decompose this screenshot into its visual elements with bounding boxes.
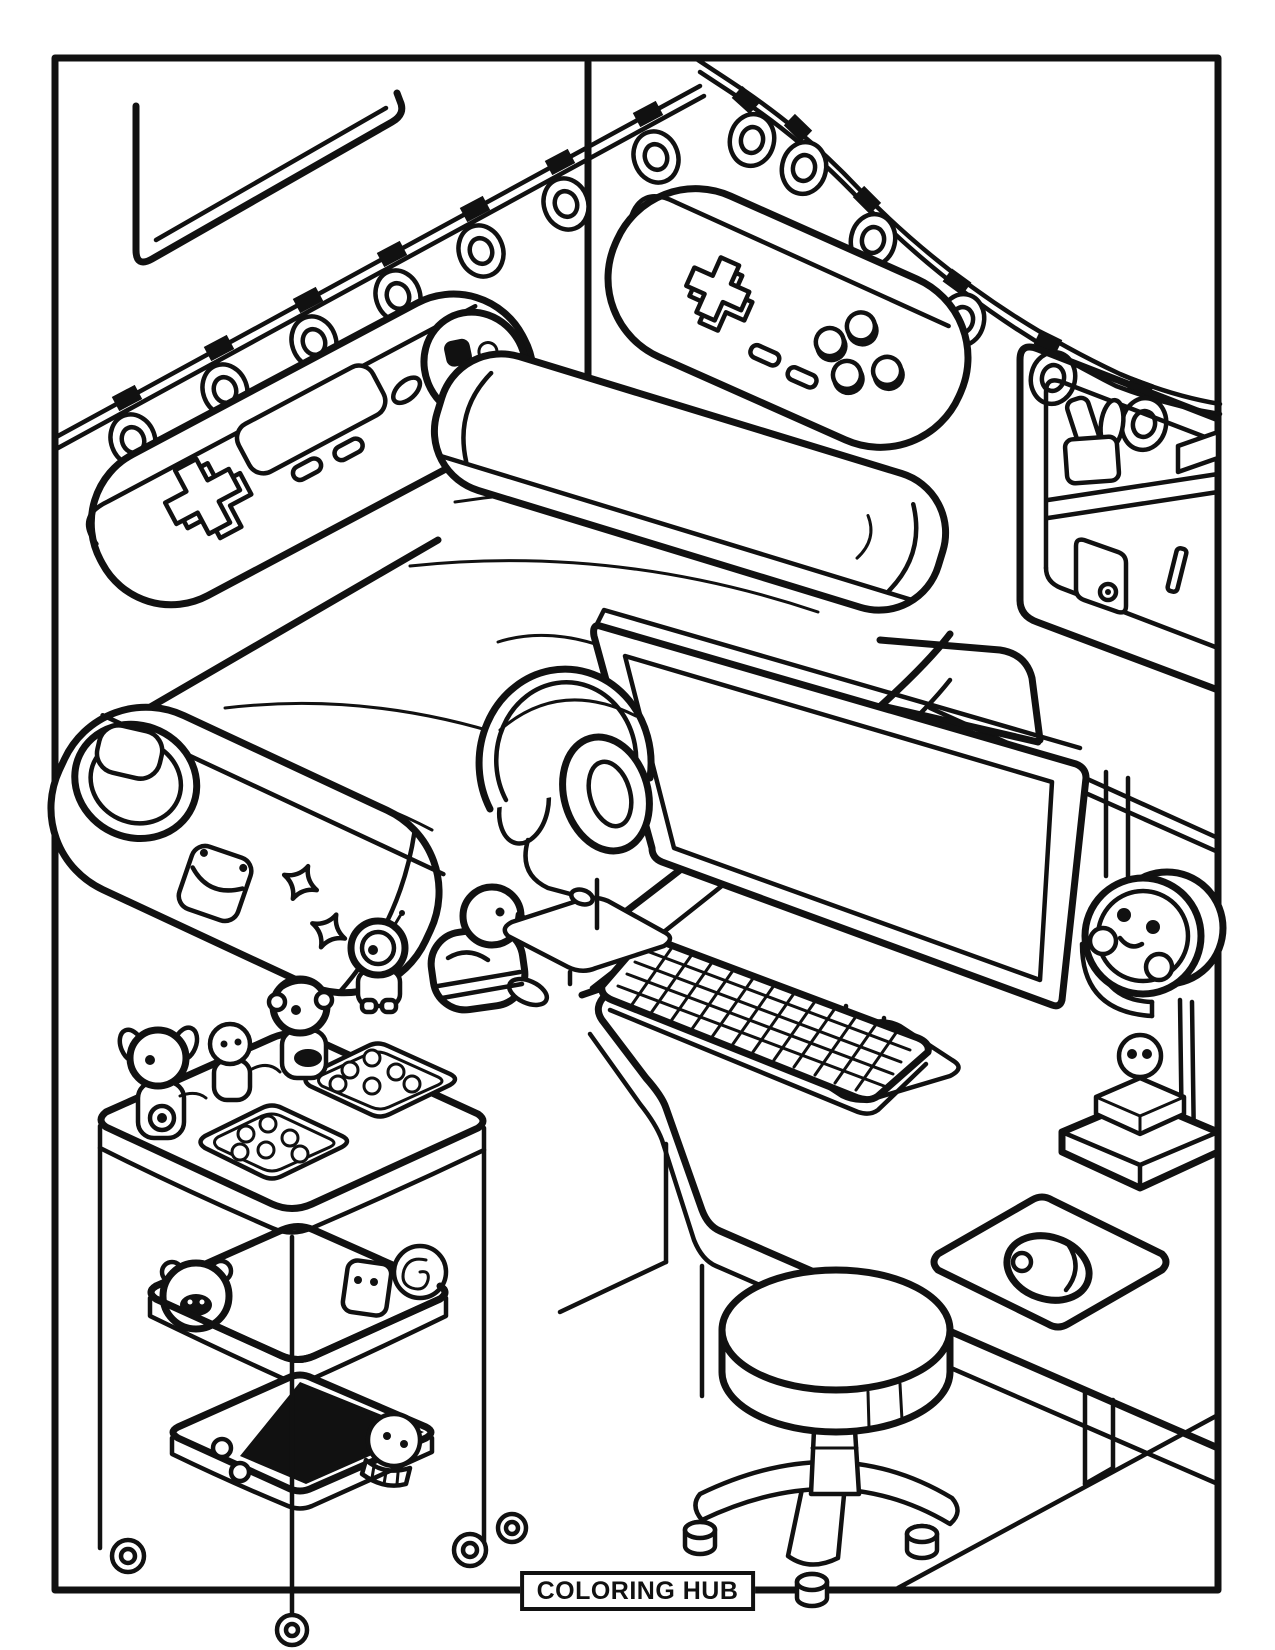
action-button — [844, 310, 878, 343]
pen-cup — [1062, 434, 1122, 486]
mousepad — [930, 1193, 1170, 1331]
light-bulbs — [108, 129, 681, 468]
action-button — [870, 354, 904, 388]
dog-figurine — [117, 1025, 208, 1141]
pillow — [430, 350, 950, 614]
headphones-on-stand — [475, 665, 673, 987]
action-button — [813, 325, 847, 359]
rolling-cart-with-toys — [97, 975, 529, 1648]
cart-wheel — [109, 1537, 147, 1575]
stool-column — [808, 1427, 862, 1497]
monitor-screen — [622, 653, 1055, 983]
center-plate — [234, 363, 388, 476]
gamepad-plush — [47, 703, 446, 997]
star-icon — [310, 912, 348, 950]
key-grid — [616, 944, 912, 1092]
cart-wheel — [451, 1531, 489, 1569]
string-lights-left — [55, 83, 707, 468]
candy-tray — [303, 1041, 458, 1119]
start-button — [785, 364, 819, 390]
start-button — [332, 436, 365, 463]
action-button — [444, 338, 472, 367]
dpad-icon — [684, 255, 752, 323]
button-lamp — [1058, 1032, 1222, 1192]
stick — [1165, 546, 1189, 594]
cart-wheel — [495, 1511, 529, 1545]
light-bulbs — [727, 111, 1169, 453]
mic-boom — [523, 837, 577, 898]
keyboard — [598, 934, 932, 1116]
select-button — [290, 456, 324, 483]
wall-shelf-niche — [1016, 343, 1222, 694]
light-clips — [111, 100, 664, 412]
floor-line — [895, 1412, 1221, 1591]
swirl-bun-toy — [391, 1243, 449, 1301]
stool — [682, 1266, 960, 1609]
mug — [1073, 537, 1129, 615]
floor-line — [557, 1259, 669, 1315]
star-icon — [281, 863, 320, 902]
astronaut-figurine — [347, 910, 409, 1015]
pocket — [176, 843, 254, 924]
string-lights-right — [695, 57, 1223, 453]
stool-seat — [718, 1266, 954, 1394]
desk-thickness — [587, 1031, 1221, 1487]
chick-figurine — [207, 1021, 282, 1103]
coloring-hub-badge: COLORING HUB — [519, 1571, 756, 1611]
window — [132, 89, 406, 266]
joystick-knob — [94, 723, 165, 781]
caster — [794, 1571, 830, 1609]
caster — [682, 1519, 718, 1557]
monitor-frame — [590, 622, 1090, 1010]
cart-wheel — [274, 1612, 310, 1648]
caster — [904, 1523, 940, 1561]
retro-controller-wall-art-right — [604, 185, 972, 451]
smiley-ring-light — [1079, 769, 1227, 1151]
candy-tray — [198, 1103, 350, 1181]
robot-toy — [340, 1258, 394, 1318]
puppy-with-headphones — [266, 975, 335, 1081]
headphone-stand-base — [502, 895, 673, 973]
select-button — [748, 342, 782, 368]
shelf-item — [1175, 429, 1221, 475]
dpad-icon — [162, 456, 243, 537]
action-button — [830, 358, 864, 392]
